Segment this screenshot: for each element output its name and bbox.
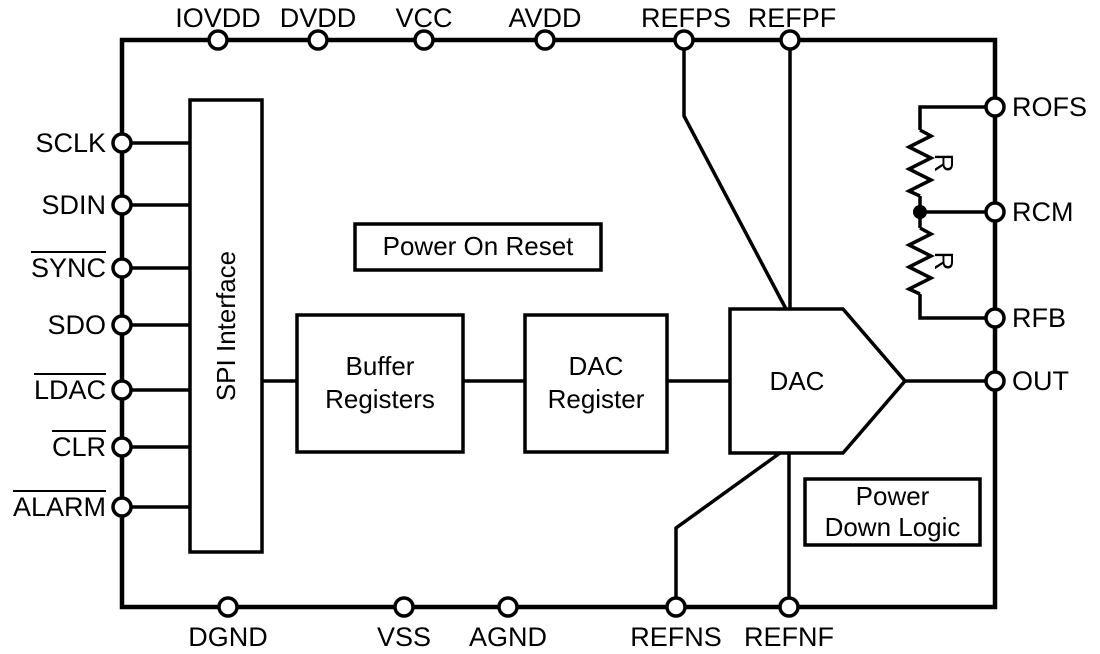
- power-on-reset-box: [353, 222, 603, 272]
- dac-shape: [728, 307, 908, 455]
- resistor-top: [904, 128, 935, 198]
- pin-out: [984, 370, 1006, 392]
- pin-rofs: [984, 96, 1006, 118]
- power-down-line2: Down Logic: [824, 512, 961, 542]
- pin-label-alarm: ALARM: [12, 492, 106, 522]
- power-down-logic-label: Power Down Logic: [805, 481, 980, 543]
- pin-refpf: [779, 29, 801, 51]
- wire-refps: [682, 40, 788, 310]
- buffer-registers-line1: Buffer: [345, 351, 415, 381]
- pin-label-avdd: AVDD: [508, 3, 582, 33]
- pin-iovdd: [207, 29, 229, 51]
- pin-label-refnf: REFNF: [744, 622, 834, 652]
- pin-alarm: [111, 496, 133, 518]
- pin-refns: [665, 596, 687, 618]
- pin-label-sync: SYNC: [30, 253, 106, 283]
- dac-register-box: [523, 313, 669, 454]
- pin-vss: [393, 596, 415, 618]
- pin-label-dvdd: DVDD: [279, 3, 357, 33]
- pin-rcm: [984, 201, 1006, 223]
- power-on-reset-label: Power On Reset: [382, 231, 574, 261]
- pin-label-dgnd: DGND: [188, 622, 268, 652]
- pin-label-rcm: RCM: [1012, 197, 1074, 227]
- buffer-registers-line2: Registers: [325, 384, 435, 414]
- pin-agnd: [497, 596, 519, 618]
- dac-register-line1: DAC: [568, 351, 624, 381]
- pin-refps: [673, 29, 695, 51]
- pin-label-refps: REFPS: [640, 3, 732, 33]
- power-down-line1: Power: [855, 481, 930, 511]
- pin-label-rofs: ROFS: [1012, 92, 1088, 122]
- pin-vcc: [413, 29, 435, 51]
- spi-interface-box: [188, 98, 264, 554]
- pin-clr: [111, 436, 133, 458]
- pin-label-iovdd: IOVDD: [175, 3, 261, 33]
- buffer-registers-box: [295, 313, 465, 454]
- pin-label-rfb: RFB: [1012, 303, 1066, 333]
- pin-sdin: [111, 194, 133, 216]
- resistor-bottom: [904, 226, 935, 296]
- pin-sclk: [111, 132, 133, 154]
- pin-refnf: [778, 596, 800, 618]
- pin-label-refpf: REFPF: [747, 3, 837, 33]
- pin-label-sclk: SCLK: [35, 128, 106, 158]
- pin-label-refns: REFNS: [630, 622, 722, 652]
- resistor-bottom-label: R: [929, 251, 959, 271]
- pin-sync: [111, 257, 133, 279]
- pin-avdd: [534, 29, 556, 51]
- buffer-registers-label: Buffer Registers: [297, 350, 463, 416]
- wire-refns: [674, 451, 782, 607]
- pin-label-vss: VSS: [376, 622, 432, 652]
- pin-dvdd: [307, 29, 329, 51]
- pin-label-sdin: SDIN: [41, 190, 106, 220]
- pin-rfb: [984, 307, 1006, 329]
- resistor-top-label: R: [929, 153, 959, 173]
- pin-label-sdo: SDO: [47, 310, 106, 340]
- pin-label-out: OUT: [1012, 366, 1069, 396]
- power-down-logic-box: [803, 477, 982, 547]
- wire-rofs: [918, 105, 995, 130]
- pin-label-clr: CLR: [51, 432, 106, 462]
- pin-label-agnd: AGND: [468, 622, 547, 652]
- pin-label-ldac: LDAC: [33, 375, 106, 405]
- spi-interface-label: SPI Interface: [211, 250, 241, 402]
- dac-register-line2: Register: [547, 384, 645, 414]
- pin-ldac: [111, 379, 133, 401]
- dac-register-label: DAC Register: [525, 350, 667, 416]
- pin-label-vcc: VCC: [395, 3, 453, 33]
- pin-dgnd: [217, 596, 239, 618]
- wire-rfb: [918, 294, 995, 320]
- dac-label: DAC: [769, 366, 825, 396]
- junction-dot: [913, 205, 927, 219]
- pin-sdo: [111, 314, 133, 336]
